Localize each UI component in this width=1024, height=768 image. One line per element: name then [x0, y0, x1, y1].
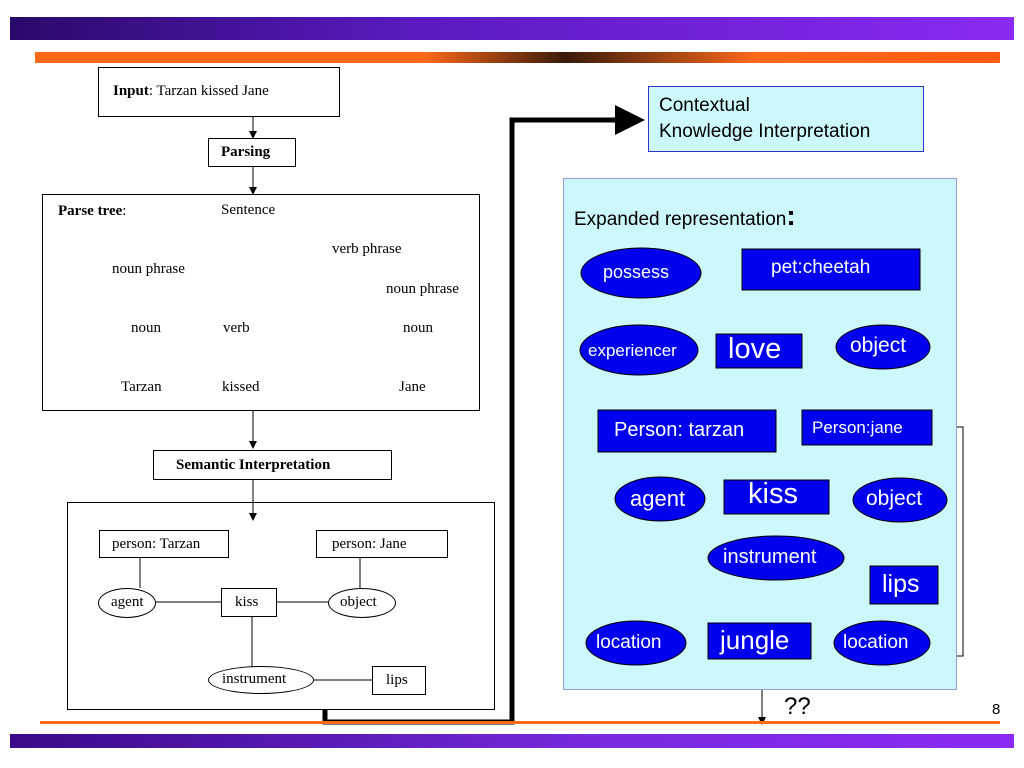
header-purple-bar — [10, 17, 1014, 40]
node-pet-cheetah: pet:cheetah — [771, 257, 871, 278]
node-location-left: location — [596, 632, 662, 653]
node-kiss: kiss — [748, 478, 798, 510]
input-box: Input: Tarzan kissed Jane — [98, 67, 340, 117]
sem-lips: lips — [372, 666, 426, 695]
sem-object-label: object — [340, 594, 377, 610]
contextual-box: Contextual Knowledge Interpretation — [648, 86, 924, 152]
node-pet-cheetah-shape — [741, 248, 921, 291]
sem-agent: agent — [98, 588, 156, 618]
question-marks: ?? — [784, 693, 811, 720]
node-agent-shape — [614, 476, 706, 522]
node-possess: possess — [603, 262, 670, 282]
node-lips-shape — [869, 565, 939, 605]
node-location-left-shape — [585, 620, 687, 666]
node-love-shape — [715, 333, 803, 369]
node-verb: verb — [223, 320, 250, 336]
sem-lips-label: lips — [386, 672, 408, 688]
node-sentence: Sentence — [221, 202, 276, 218]
semantic-label: Semantic Interpretation — [176, 457, 331, 473]
sem-person-jane: person: Jane — [316, 530, 448, 558]
node-kissed: kissed — [222, 379, 260, 395]
node-noun-phrase-right: noun phrase — [386, 281, 459, 297]
node-lips: lips — [882, 570, 920, 598]
node-person-jane: Person:jane — [812, 418, 903, 437]
header-orange-bar — [35, 52, 1000, 63]
node-kiss-shape — [723, 479, 830, 515]
node-object-mid-shape — [852, 477, 948, 523]
footer-purple-bar — [10, 734, 1014, 748]
node-object-top-shape — [835, 324, 931, 370]
node-instrument: instrument — [723, 546, 817, 568]
node-jungle-shape — [707, 622, 812, 660]
sem-object: object — [328, 588, 396, 618]
sem-instrument-label: instrument — [222, 671, 287, 687]
sem-agent-label: agent — [111, 594, 144, 610]
node-agent: agent — [630, 486, 686, 511]
node-person-jane-shape — [801, 409, 933, 446]
sem-person-jane-label: person: Jane — [332, 536, 407, 552]
contextual-line1: Contextual — [659, 95, 750, 116]
node-jungle: jungle — [720, 625, 790, 655]
node-noun-phrase-left: noun phrase — [112, 261, 185, 277]
node-love: love — [728, 333, 782, 365]
node-possess-shape — [580, 247, 702, 299]
expanded-title: Expanded representation: — [574, 200, 796, 232]
node-person-tarzan: Person: tarzan — [614, 419, 745, 441]
parse-tree-colon: : — [122, 203, 127, 219]
expanded-title-colon: : — [786, 200, 796, 231]
parsing-label: Parsing — [221, 144, 271, 160]
semantic-label-box: Semantic Interpretation — [153, 450, 392, 480]
contextual-line2: Knowledge Interpretation — [659, 121, 871, 142]
node-tarzan: Tarzan — [121, 379, 162, 395]
expanded-title-text: Expanded representation — [574, 209, 787, 230]
node-object-mid: object — [866, 487, 923, 510]
node-jane: Jane — [399, 379, 426, 395]
node-noun-right: noun — [403, 320, 433, 336]
node-noun-left: noun — [131, 320, 161, 336]
sem-person-tarzan-label: person: Tarzan — [112, 536, 201, 552]
parse-tree-box: Parse tree: Sentence noun phrase verb ph… — [42, 194, 480, 411]
node-verb-phrase: verb phrase — [332, 241, 402, 257]
parse-tree-label: Parse tree — [58, 203, 123, 219]
input-text: : Tarzan kissed Jane — [148, 83, 269, 99]
node-location-right: location — [843, 632, 909, 653]
input-label: Input — [113, 83, 149, 99]
parsing-box: Parsing — [208, 138, 296, 167]
node-person-tarzan-shape — [597, 409, 777, 453]
sem-kiss-label: kiss — [235, 594, 259, 610]
semantic-graph-box — [67, 502, 495, 710]
node-experiencer: experiencer — [588, 341, 677, 360]
node-experiencer-shape — [579, 324, 699, 376]
page-number: 8 — [992, 701, 1001, 718]
sem-kiss: kiss — [221, 588, 277, 617]
node-instrument-shape — [707, 535, 845, 581]
node-location-right-shape — [833, 620, 931, 666]
node-object-top: object — [850, 334, 907, 357]
sem-instrument: instrument — [208, 666, 314, 694]
sem-person-tarzan: person: Tarzan — [99, 530, 229, 558]
footer-orange-line — [40, 721, 1000, 724]
